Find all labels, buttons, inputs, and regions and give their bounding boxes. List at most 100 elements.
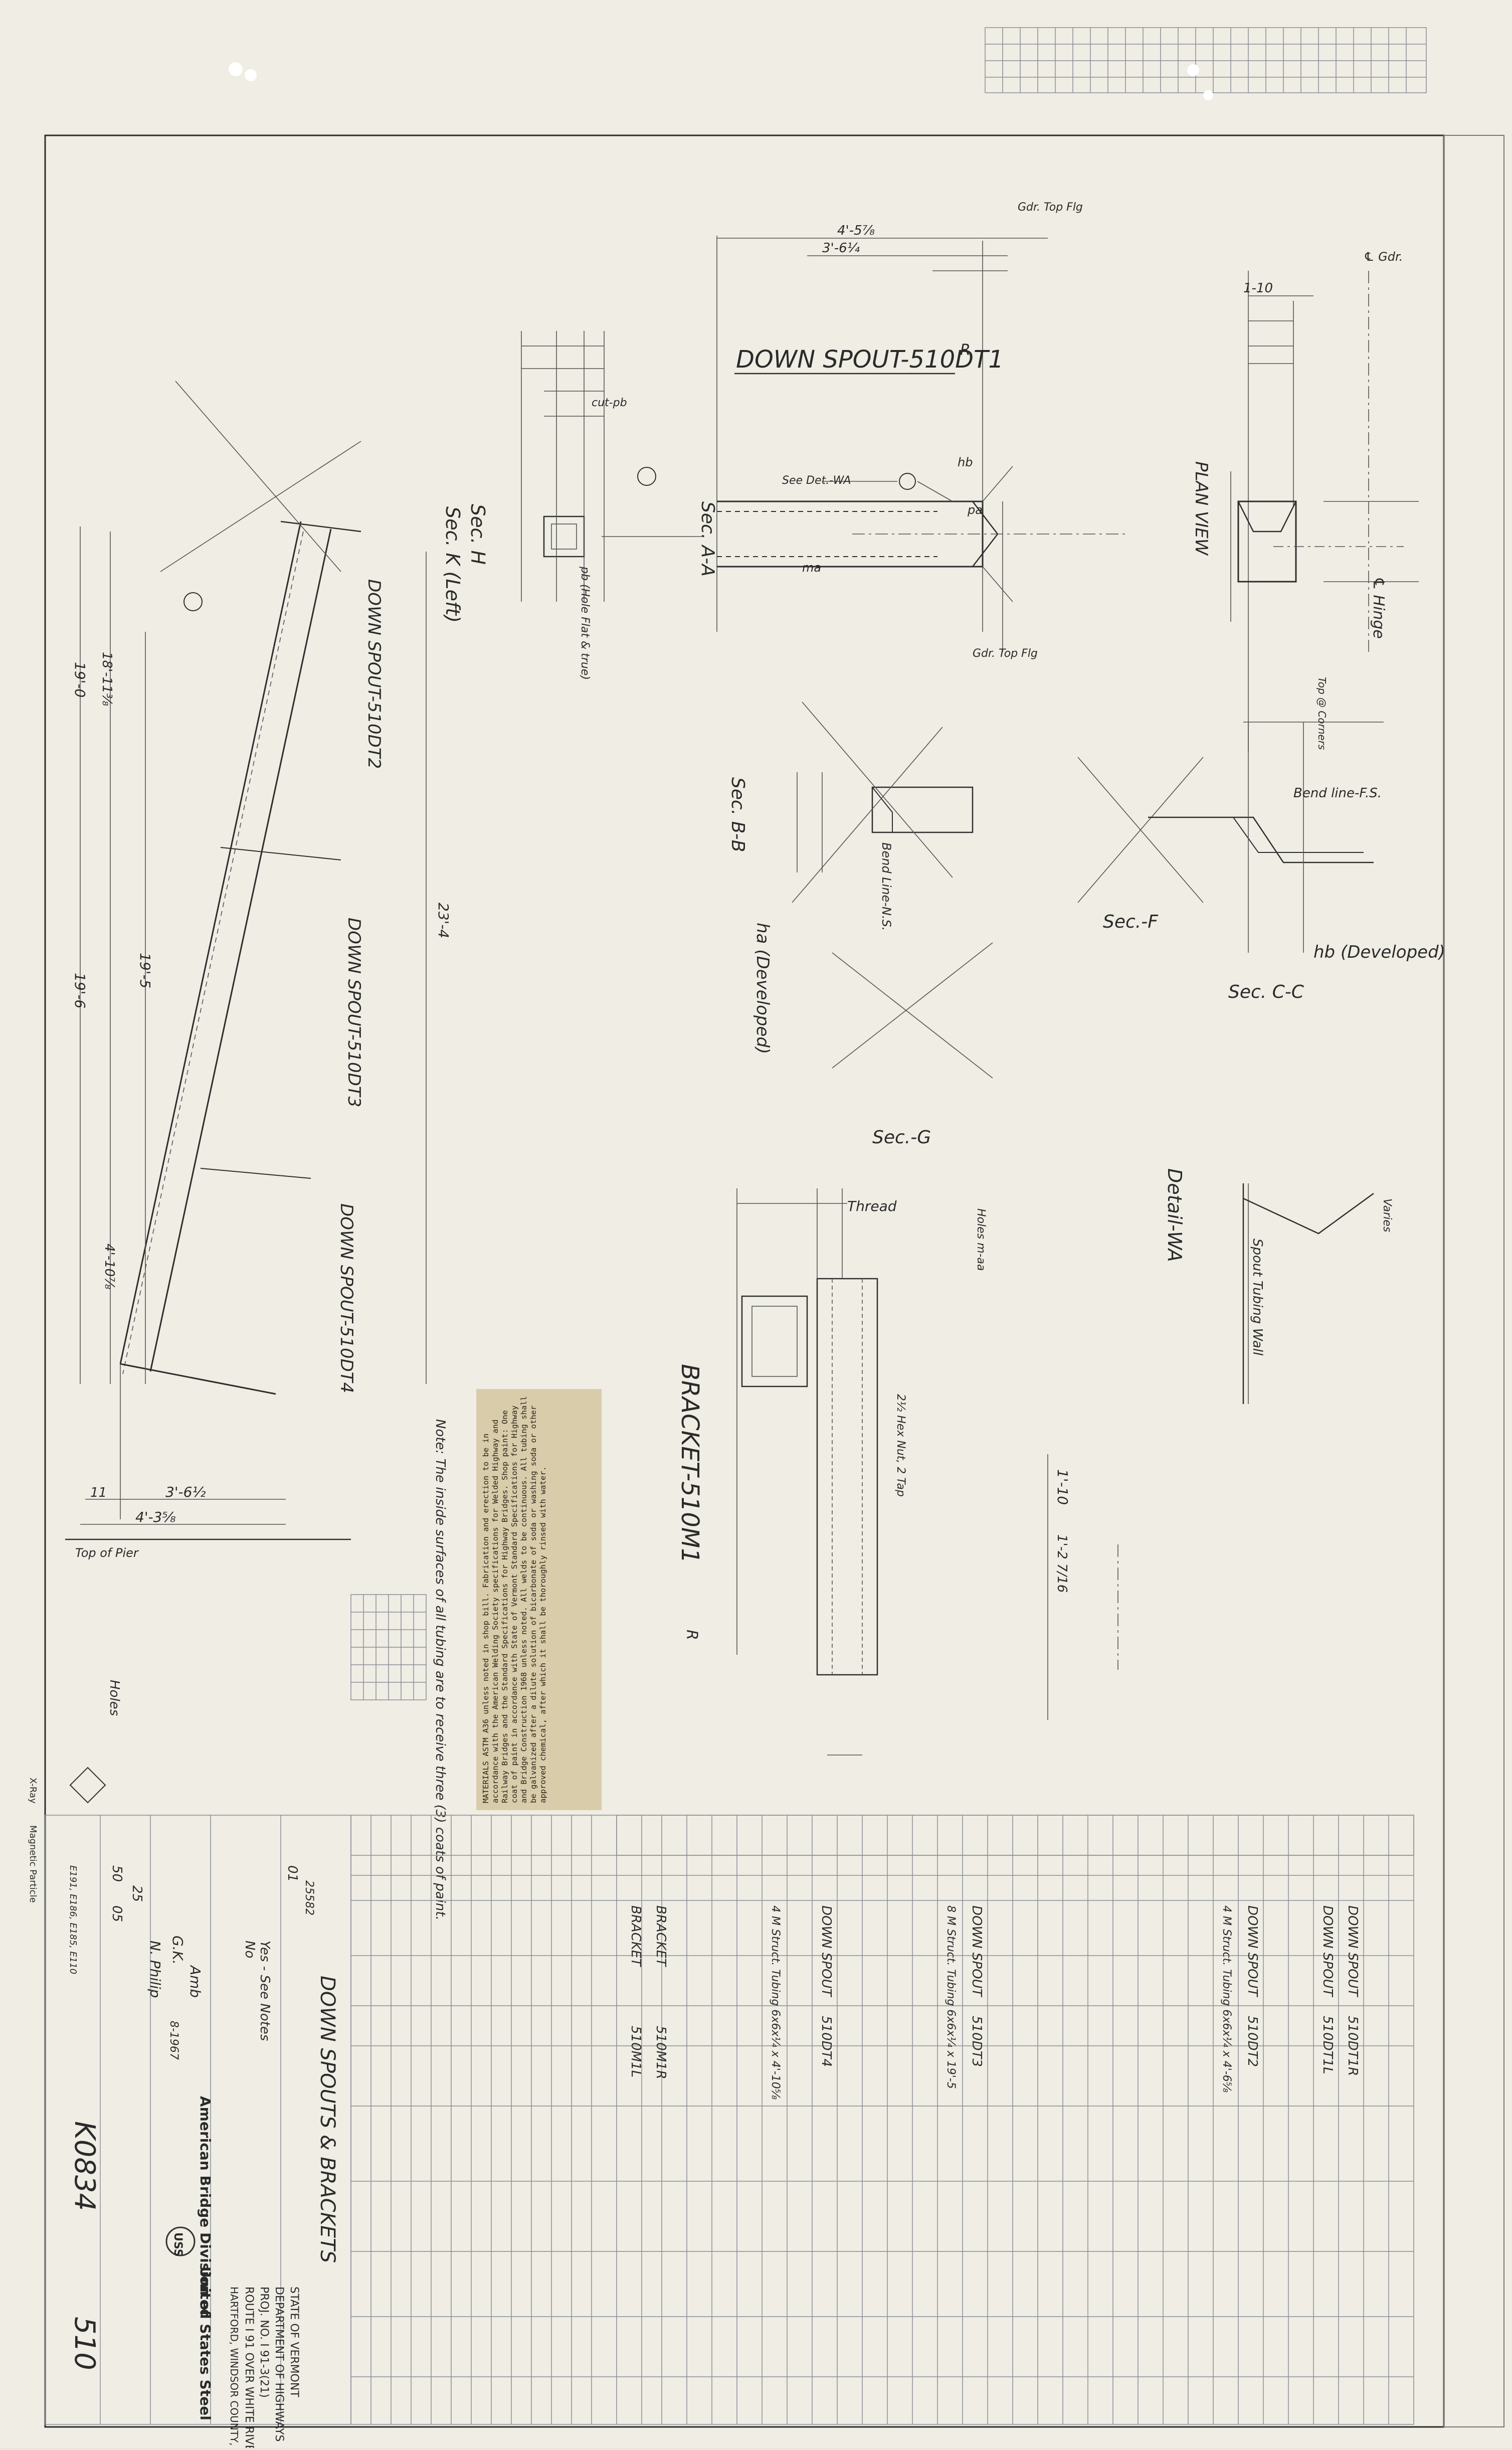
- label-magnetic: Magnetic Particle: [28, 1825, 38, 1903]
- sec-k-label: Sec. K (Left): [442, 506, 464, 623]
- sec-f-label: Sec.-F: [1103, 912, 1159, 932]
- label-hb: hb: [958, 455, 973, 469]
- uss-logo-icon: [165, 2226, 196, 2256]
- tb-logo: USS: [171, 2232, 184, 2257]
- dim-18-11: 18'-11⅜: [99, 652, 114, 706]
- materials-note-card: MATERIALS ASTM A36 unless noted in shop …: [476, 1389, 602, 1810]
- bill-row-mark: 510M1R: [653, 2026, 668, 2079]
- bill-of-material: DOWN SPOUT 510DT1R DOWN SPOUT 510DT1L DO…: [316, 1815, 1414, 2425]
- label-xray: X-Ray: [28, 1778, 38, 1804]
- tb-location: HARTFORD, WINDSOR COUNTY, VERMONT: [228, 2287, 240, 2448]
- tb-sheet-no: K0834: [68, 2121, 101, 2211]
- bill-title: DOWN SPOUTS & BRACKETS: [316, 1976, 339, 2263]
- dim-4-3: 4'-3⅝: [135, 1509, 176, 1525]
- punch-hole: [1187, 64, 1199, 76]
- bracket-title: BRACKET-510M1: [676, 1364, 704, 1563]
- bill-row-mark: 510DT4: [819, 2016, 834, 2067]
- title-sup: R: [960, 341, 971, 359]
- sec-h-label: Sec. H: [467, 504, 489, 565]
- label-ds-510dt3: DOWN SPOUT-510DT3: [344, 918, 364, 1107]
- label-varies: Varies: [1381, 1198, 1393, 1232]
- bill-row-mark: 510M1L: [628, 2026, 643, 2077]
- bill-row-mark: 510DT1L: [1320, 2016, 1335, 2074]
- punch-hole: [1203, 90, 1213, 100]
- label-top-of-pier: Top of Pier: [75, 1546, 139, 1560]
- bill-row-desc: DOWN SPOUT: [819, 1905, 834, 1998]
- label-see-det-wa: See Det.-WA: [782, 474, 851, 487]
- materials-note: MATERIALS ASTM A36 unless noted in shop …: [481, 1396, 547, 1803]
- sec-bb-label: Sec. B-B: [727, 777, 748, 852]
- label-hex-nut: 2½ Hex Nut, 2 Tap: [894, 1394, 907, 1497]
- label-ds-510dt4: DOWN SPOUT-510DT4: [336, 1203, 356, 1393]
- punch-hole: [245, 69, 257, 81]
- detail-wa: Detail-WA Spout Tubing Wall Varies: [1164, 1168, 1393, 1404]
- downspout-510dt1-view: DOWN SPOUT-510DT1 R 4'-5⅞ 3'-6¼ Gdr. Top…: [697, 201, 1128, 652]
- top-at-corners: Top @ Corners: [1316, 677, 1328, 750]
- title-downspout-510dt1: DOWN SPOUT-510DT1: [736, 345, 1004, 374]
- label-cut-pb: cut-pb: [592, 397, 627, 409]
- sec-cc-label: Sec. C-C: [1228, 982, 1304, 1002]
- tb-uss: United States Steel: [197, 2266, 214, 2420]
- sec-aa-label: Sec. A-A: [697, 501, 718, 577]
- ha-developed-label: ha (Developed): [752, 923, 773, 1054]
- tb-drawing-no: 510: [68, 2317, 101, 2370]
- bill-row-desc: DOWN SPOUT: [969, 1905, 984, 1998]
- bill-row-mark: 510DT1R: [1345, 2016, 1360, 2076]
- revision-grid: [985, 27, 1427, 93]
- dim-3-6: 3'-6¼: [822, 241, 860, 256]
- dim-19-6: 19'-6: [72, 973, 88, 1008]
- dim-1-10b: 1'-10: [1054, 1469, 1071, 1505]
- tb-date: 8-1967: [167, 2021, 180, 2060]
- detail-wa-label: Detail-WA: [1164, 1168, 1186, 1262]
- bill-row-notes: 4 M Struct. Tubing 6x6x¼ x 4'-6⅝: [1220, 1905, 1233, 2092]
- bill-row-desc: DOWN SPOUT: [1245, 1905, 1260, 1998]
- holes-symbol: Holes: [69, 1680, 122, 1804]
- tb-contract: 25582: [303, 1880, 315, 1915]
- pb-note: pb (Hole Flat & true): [579, 566, 591, 680]
- dim-19-0: 19'-0: [72, 662, 88, 697]
- tb-proj: PROJ. NO. I 91-3(21): [258, 2287, 270, 2398]
- label-cl-gdr: ℄ Gdr.: [1364, 250, 1403, 264]
- margin-strip: [1443, 135, 1504, 2427]
- bill-row-desc: BRACKET: [653, 1905, 668, 1967]
- dim-3-6b: 3'-6½: [165, 1484, 206, 1500]
- label-ds-510dt2: DOWN SPOUT-510DT2: [364, 579, 384, 769]
- sec-g-label: Sec.-G: [872, 1127, 931, 1148]
- bill-row-desc: BRACKET: [628, 1905, 643, 1967]
- bracket-sup: R: [683, 1630, 700, 1640]
- tb-drawn-by: Amb: [187, 1965, 204, 1998]
- tb-state: STATE OF VERMONT: [288, 2287, 300, 2397]
- bill-row-desc: DOWN SPOUT: [1345, 1905, 1360, 1998]
- downspout-long-view: DOWN SPOUT-510DT2 DOWN SPOUT-510DT3 DOWN…: [65, 381, 452, 1560]
- label-holes-mh: Holes m-aa: [975, 1208, 987, 1271]
- tb-stamp-num: 25: [129, 1885, 144, 1902]
- spout-tubing-wall: Spout Tubing Wall: [1250, 1239, 1265, 1356]
- label-cl-hinge: ℄ Hinge: [1370, 577, 1387, 639]
- bill-row-desc: DOWN SPOUT: [1320, 1905, 1335, 1998]
- bill-row-mark: 510DT2: [1245, 2016, 1260, 2067]
- dim-19-5: 19'-5: [137, 953, 153, 988]
- section-bb-g: Sec. B-B ha (Developed) Bend Line-N.S. S…: [727, 647, 1038, 1148]
- tb-route: ROUTE I 91 OVER WHITE RIVER: [243, 2287, 255, 2448]
- section-h-k: Sec. H Sec. K (Left) pb (Hole Flat & tru…: [442, 331, 702, 680]
- dim-1-2: 1'-2 7/16: [1054, 1534, 1069, 1593]
- label-thread: Thread: [847, 1198, 897, 1214]
- tb-yes-see-notes: Yes - See Notes: [257, 1941, 272, 2041]
- tb-stamp-num: 01: [285, 1865, 300, 1882]
- bracket-510m1: Thread BRACKET-510M1 R 1'-10 1'-2 7/16 2…: [676, 1188, 1118, 1756]
- tb-stamp-num: 05: [109, 1905, 124, 1922]
- tb-erection: E191, E186, E185, E110: [68, 1865, 78, 1974]
- label-gdr-top-flg-2: Gdr. Top Flg: [973, 647, 1038, 660]
- label-ma: ma: [802, 561, 821, 575]
- bend-line-fs: Bend line-F.S.: [1293, 786, 1382, 801]
- dim-23-4: 23'-4: [435, 903, 452, 938]
- bill-row-notes: 4 M Struct. Tubing 6x6x¼ x 4'-10⅝: [769, 1905, 782, 2099]
- section-f-cc: Sec.-F Sec. C-C Bend line-F.S. hb (Devel…: [1077, 677, 1445, 1002]
- bill-row-notes: 8 M Struct. Tubing 6x6x¼ x 19'-5: [944, 1905, 957, 2089]
- tb-stamp-num: 50: [109, 1865, 124, 1882]
- dim-4-10: 4'-10⅞: [102, 1244, 117, 1289]
- sheet-border: [44, 134, 1445, 2428]
- hb-developed-label: hb (Developed): [1313, 942, 1445, 962]
- tb-no: No: [242, 1941, 257, 1958]
